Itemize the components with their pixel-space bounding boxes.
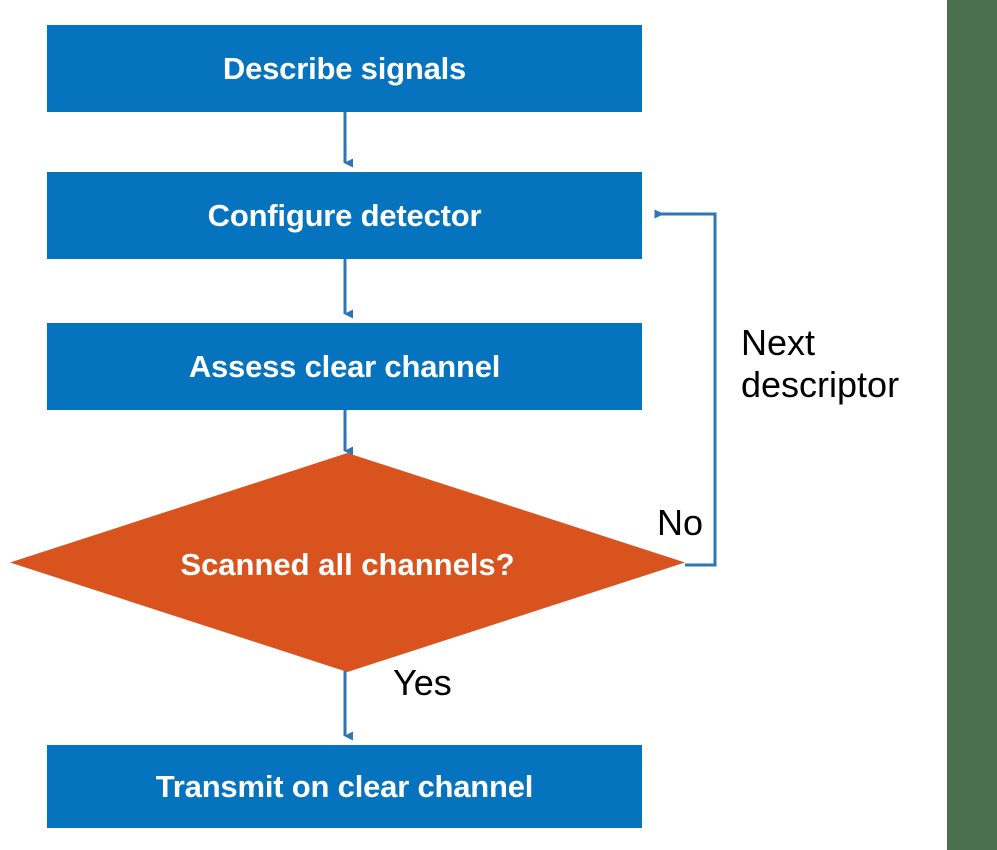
- node-label: Scanned all channels?: [180, 546, 515, 582]
- node-label: Describe signals: [222, 50, 467, 86]
- edge-label-no: No: [657, 502, 704, 543]
- node-describe-signals[interactable]: Describe signals: [47, 25, 642, 112]
- node-scanned-all-channels[interactable]: Scanned all channels?: [10, 453, 685, 672]
- node-label: Assess clear channel: [188, 348, 501, 384]
- node-label: Configure detector: [207, 197, 482, 233]
- node-label: Transmit on clear channel: [155, 768, 534, 804]
- edge-label-yes: Yes: [393, 662, 452, 703]
- node-assess-clear-channel[interactable]: Assess clear channel: [47, 323, 642, 410]
- right-side-strip: [947, 0, 997, 850]
- node-configure-detector[interactable]: Configure detector: [47, 172, 642, 259]
- edge-label-next-descriptor: Next descriptor: [741, 322, 900, 406]
- node-transmit-on-clear-channel[interactable]: Transmit on clear channel: [47, 745, 642, 828]
